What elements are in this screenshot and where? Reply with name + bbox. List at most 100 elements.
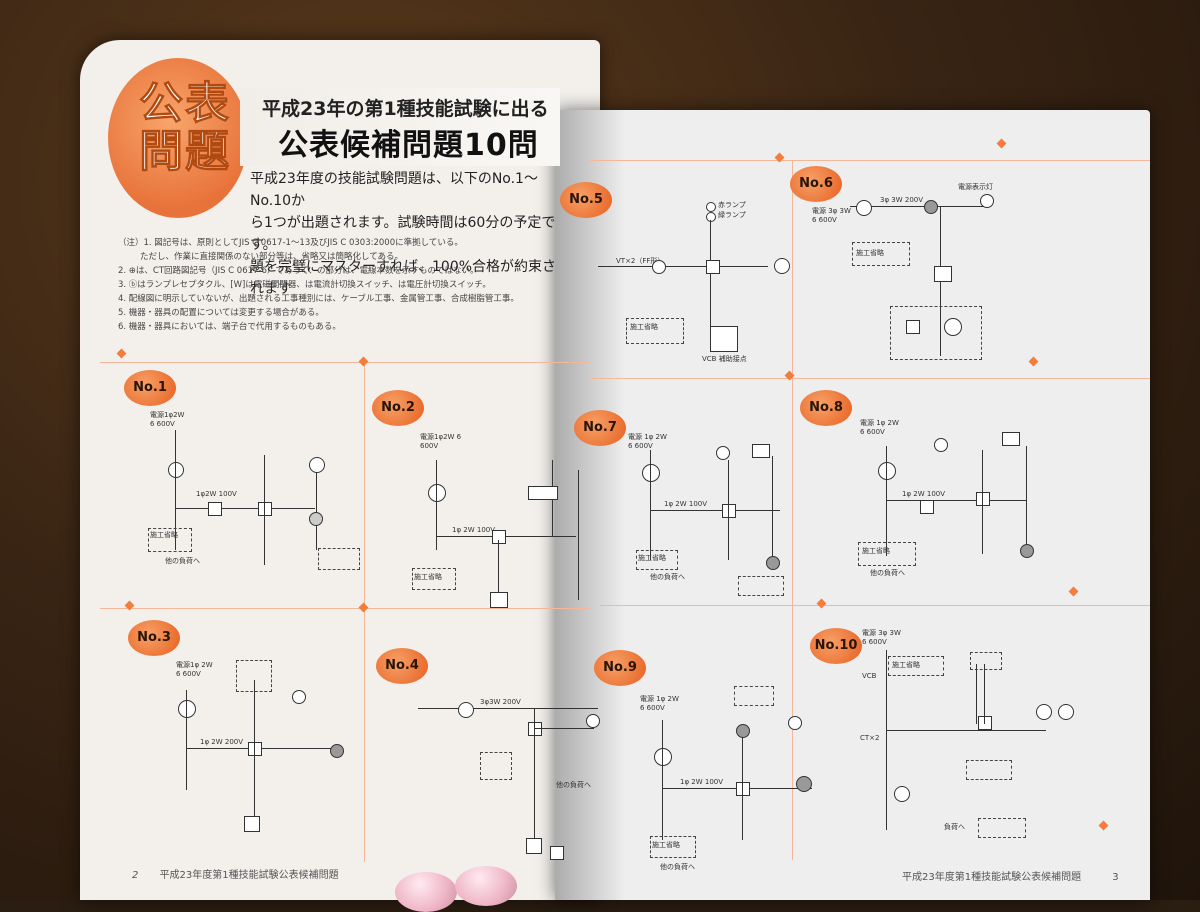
- breaker-symbol: [208, 502, 222, 516]
- motor-symbol: [526, 838, 542, 854]
- no8-power-label: 電源 1φ 2W 6 600V: [860, 419, 899, 436]
- transformer-symbol: [642, 464, 660, 482]
- wire: [186, 690, 187, 790]
- transformer-symbol: [856, 200, 872, 216]
- ammeter-switch-symbol: [1036, 704, 1052, 720]
- page-title: 公表候補問題10問: [278, 128, 539, 163]
- no10-power-label: 電源 3φ 3W 6 600V: [862, 629, 901, 646]
- breaker-symbol: [920, 500, 934, 514]
- problem-badge-no4: No.4: [376, 648, 428, 684]
- no2-power-label: 電源1φ2W 6 600V: [420, 433, 462, 450]
- omit-box: [650, 836, 696, 858]
- note-line: （注）1. 図記号は、原則としてJIS C 0617-1～13及びJIS C 0…: [118, 238, 463, 248]
- no10-vcb-label: VCB: [862, 672, 877, 680]
- switch-symbol: [796, 776, 812, 792]
- left-page-number: 2: [132, 870, 139, 881]
- voltmeter-symbol: [774, 258, 790, 274]
- no2-line-label: 1φ 2W 100V: [452, 526, 496, 534]
- wire: [498, 540, 499, 592]
- no3-line-label: 1φ 2W 200V: [200, 738, 244, 746]
- junction-box: [706, 260, 720, 274]
- wire: [254, 680, 255, 820]
- wire: [710, 220, 711, 340]
- wire: [976, 664, 977, 724]
- meter-box: [528, 486, 558, 500]
- wire: [742, 730, 743, 840]
- note-line: 4. 配線図に明示していないが、出題される工事種別には、ケーブル工事、金属管工事…: [118, 294, 519, 304]
- wire: [264, 455, 265, 565]
- transformer-symbol: [894, 786, 910, 802]
- note-line: 5. 機器・器具の配置については変更する場合がある。: [118, 308, 324, 318]
- wire: [984, 664, 985, 724]
- right-page: [555, 110, 1150, 900]
- wire: [418, 708, 598, 709]
- no7-other-label: 他の負荷へ: [650, 573, 685, 581]
- wire: [175, 508, 315, 509]
- ts-symbol: [490, 592, 508, 608]
- junction-box: [248, 742, 262, 756]
- grid-line: [364, 362, 365, 862]
- wire: [534, 728, 594, 729]
- no6-omit-label: 施工省略: [856, 249, 884, 257]
- no10-other-label: 負荷へ: [944, 823, 965, 831]
- transformer-symbol: [178, 700, 196, 718]
- transformer-symbol: [168, 462, 184, 478]
- problem-badge-no5: No.5: [560, 182, 612, 218]
- no6-line-label: 3φ 3W 200V: [880, 196, 924, 204]
- junction-box: [736, 782, 750, 796]
- transformer-symbol: [458, 702, 474, 718]
- right-footer-text: 平成23年度第1種技能試験公表候補問題: [902, 872, 1082, 883]
- omit-box: [318, 548, 360, 570]
- ms-symbol: [934, 266, 952, 282]
- lamp-green: [706, 212, 716, 222]
- receptacle-symbol: [1002, 432, 1020, 446]
- junction-box: [976, 492, 990, 506]
- intro-paragraph: 平成23年度の技能試験問題は、以下のNo.1～No.10か ら1つが出題されます…: [250, 168, 560, 300]
- problem-badge-no2: No.2: [372, 390, 424, 426]
- omit-box: [858, 542, 916, 566]
- no8-other-label: 他の負荷へ: [870, 569, 905, 577]
- lamp-symbol: [586, 714, 600, 728]
- no9-other-label: 他の負荷へ: [660, 863, 695, 871]
- switch-symbol: [244, 816, 260, 832]
- omit-box: [888, 656, 944, 676]
- left-page-footer: 2 平成23年度第1種技能試験公表候補問題: [132, 866, 339, 881]
- wire: [772, 456, 773, 566]
- page-subtitle: 平成23年の第1種技能試験に出る: [262, 98, 549, 120]
- no9-omit-label: 施工省略: [652, 841, 680, 849]
- no1-power-label: 電源1φ2W 6 600V: [150, 411, 185, 428]
- wire: [316, 470, 317, 550]
- intro-line: 題を完璧にマスターすれば、100%合格が約束されます: [250, 259, 557, 297]
- motor-symbol: [944, 318, 962, 336]
- lamp-symbol: [934, 438, 948, 452]
- no10-omit-label: 施工省略: [892, 661, 920, 669]
- grid-line: [100, 362, 590, 363]
- junction-box: [258, 502, 272, 516]
- no6-power-label: 電源 3φ 3W 6 600V: [812, 207, 851, 224]
- grid-line: [600, 605, 1150, 606]
- wire: [886, 650, 887, 830]
- omit-box: [734, 686, 774, 706]
- pearl-bead: [455, 866, 517, 906]
- receptacle-symbol: [752, 444, 770, 458]
- problem-badge-no7: No.7: [574, 410, 626, 446]
- no3-power-label: 電源1φ 2W 6 600V: [176, 661, 213, 678]
- wire: [650, 450, 651, 560]
- omit-box: [966, 760, 1012, 780]
- wire: [534, 708, 535, 838]
- wire: [886, 500, 1026, 501]
- problem-badge-no9: No.9: [594, 650, 646, 686]
- lamp-red: [706, 202, 716, 212]
- no5-lamp2-label: 緑ランプ: [718, 211, 746, 219]
- left-footer-text: 平成23年度第1種技能試験公表候補問題: [159, 870, 339, 881]
- wire: [436, 536, 576, 537]
- grid-line: [590, 378, 1150, 379]
- kohyo-mondai-badge: [108, 58, 248, 218]
- lamp-symbol: [309, 457, 325, 473]
- omit-box: [738, 576, 784, 596]
- omit-box: [970, 652, 1002, 670]
- junction-box: [722, 504, 736, 518]
- no7-omit-label: 施工省略: [638, 554, 666, 562]
- wire: [982, 450, 983, 554]
- grid-line: [590, 160, 1150, 161]
